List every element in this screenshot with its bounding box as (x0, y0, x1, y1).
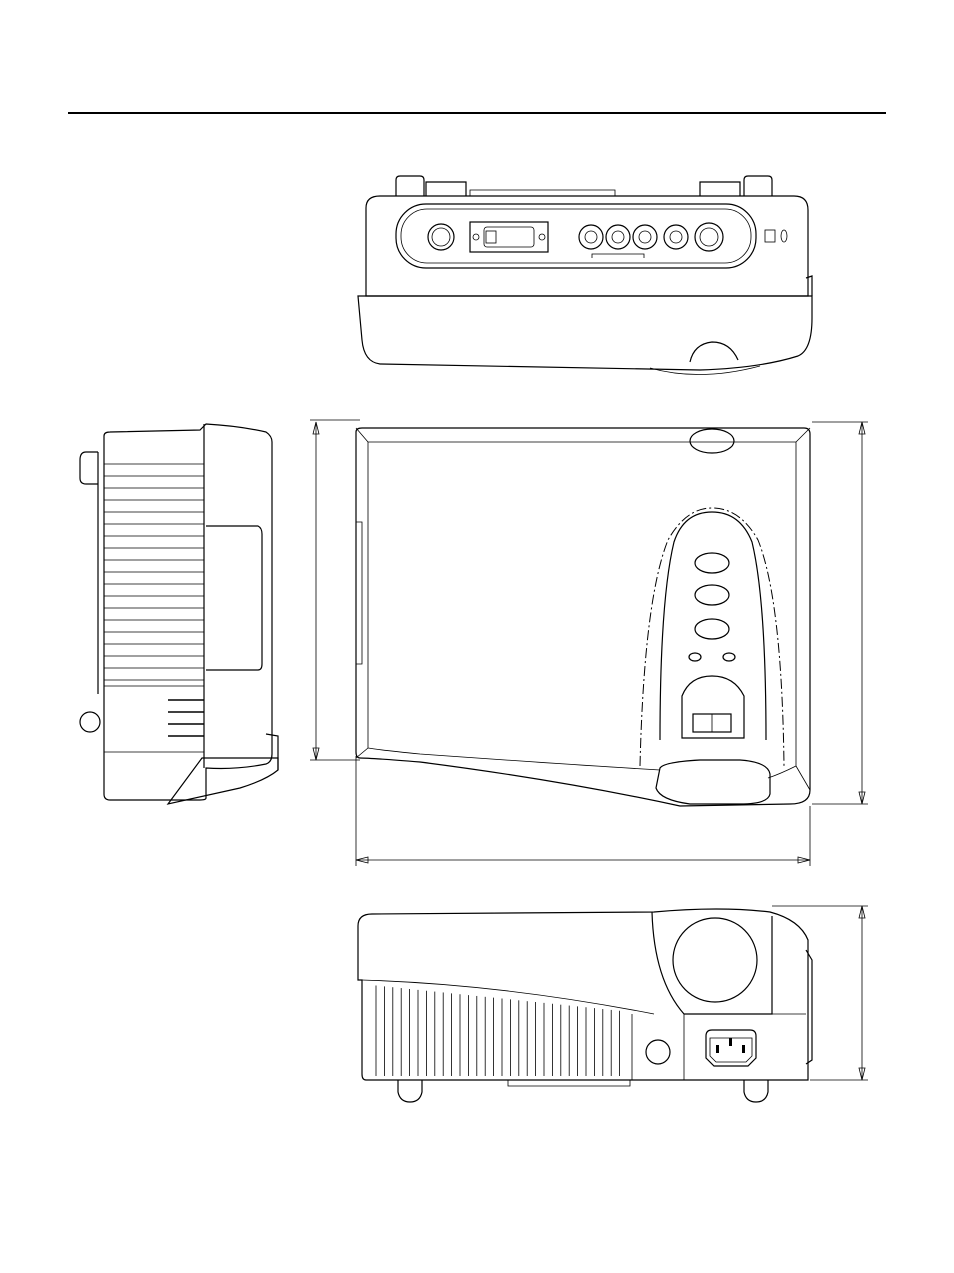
source-button (695, 619, 729, 639)
top-view (356, 428, 810, 806)
power-led-icon (723, 653, 735, 661)
side-vents (104, 464, 204, 736)
rear-view (358, 176, 812, 375)
width-dimension (356, 756, 810, 866)
video-rca-port-icon (664, 225, 688, 249)
usb-port-icon (765, 230, 775, 242)
dvi-port-icon (470, 222, 548, 252)
elevator-button (646, 1040, 670, 1064)
control-panel-outline (660, 512, 766, 740)
lens-housing (656, 760, 770, 804)
status-led-icon (689, 653, 701, 661)
component-rca-ports-icon (579, 225, 657, 258)
depth-dimension (310, 420, 360, 760)
menu-button (695, 553, 729, 573)
right-foot (744, 1080, 768, 1102)
height-dimension (772, 906, 868, 1080)
projection-lens (673, 918, 757, 1002)
front-vents (376, 985, 620, 1076)
security-lock-icon (781, 230, 787, 242)
left-foot (398, 1080, 422, 1102)
ac-power-socket-icon (706, 1030, 756, 1066)
front-view (358, 909, 812, 1102)
side-view (80, 424, 278, 804)
depth-dimension-right (812, 422, 868, 804)
select-button (695, 585, 729, 605)
s-video-port-icon (695, 223, 723, 251)
